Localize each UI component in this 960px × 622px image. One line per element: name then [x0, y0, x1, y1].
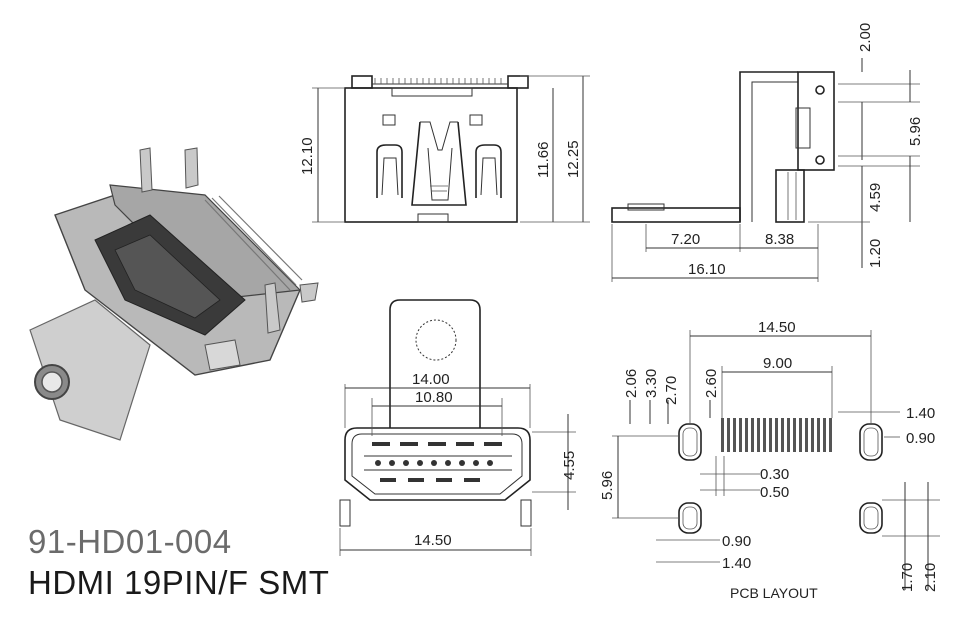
rear-view — [339, 299, 576, 556]
rear-height-dim: 4.55 — [561, 451, 578, 480]
front-height-right-dim: 12.25 — [565, 140, 582, 178]
side-view — [611, 58, 920, 282]
side-pitch-dim: 5.96 — [907, 117, 924, 146]
pcb-210-dim: 2.10 — [922, 563, 939, 592]
front-height-inner-dim: 11.66 — [535, 142, 552, 178]
pcb-lower-pad-width-dim: 1.40 — [722, 555, 751, 572]
pcb-layout-label: PCB LAYOUT — [730, 585, 818, 601]
connector-photo — [29, 147, 319, 441]
side-dim-b: 8.38 — [765, 231, 794, 248]
pcb-pin-width-dim: 0.30 — [760, 466, 789, 483]
side-lower-dim: 4.59 — [867, 183, 884, 212]
side-bottom-dim: 1.20 — [867, 239, 884, 268]
side-dim-a: 7.20 — [671, 231, 700, 248]
pcb-pin-pitch-dim: 0.50 — [760, 484, 789, 501]
part-description: HDMI 19PIN/F SMT — [28, 564, 330, 601]
pcb-270-dim: 2.70 — [663, 376, 680, 405]
pcb-pin-span-dim: 9.00 — [763, 355, 792, 372]
pcb-total-width-dim: 14.50 — [758, 319, 796, 336]
pcb-pad-height-dim: 0.90 — [906, 430, 935, 447]
rear-inner-width-dim: 10.80 — [415, 389, 453, 406]
pcb-layout — [612, 330, 940, 590]
pcb-260-dim: 2.60 — [703, 369, 720, 398]
rear-base-width-dim: 14.50 — [414, 532, 452, 549]
pcb-pitch-dim: 5.96 — [599, 471, 616, 500]
side-total-dim: 16.10 — [688, 261, 726, 278]
pcb-lower-pad-height-dim: 0.90 — [722, 533, 751, 550]
pcb-pad-width-dim: 1.40 — [906, 405, 935, 422]
pcb-170-dim: 1.70 — [899, 563, 916, 592]
rear-outer-width-dim: 14.00 — [412, 371, 450, 388]
pcb-330-dim: 3.30 — [643, 369, 660, 398]
part-number: 91-HD01-004 — [28, 523, 232, 560]
front-view — [312, 75, 590, 223]
front-height-left-dim: 12.10 — [299, 137, 316, 175]
pcb-206-dim: 2.06 — [623, 369, 640, 398]
side-top-dim: 2.00 — [857, 23, 874, 52]
